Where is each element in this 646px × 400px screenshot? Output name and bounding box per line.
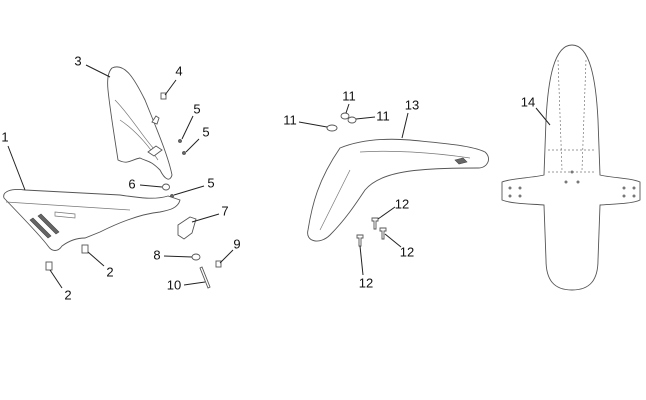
part-10-pin — [199, 266, 211, 289]
part-12-bolt — [371, 217, 379, 230]
callout-9: 9 — [233, 236, 240, 251]
callout-2: 2 — [106, 264, 113, 279]
callout-12: 12 — [395, 196, 409, 211]
callout-5: 5 — [207, 175, 214, 190]
callout-10: 10 — [167, 277, 181, 292]
callout-11: 11 — [342, 88, 356, 103]
part-1-chain-guard — [3, 189, 181, 251]
callout-1: 1 — [1, 129, 8, 144]
part-13-front-fender — [307, 138, 489, 242]
part-2-screw — [81, 244, 89, 254]
callout-12: 12 — [359, 275, 373, 290]
part-5-nut — [178, 139, 182, 143]
callout-11: 11 — [283, 112, 297, 127]
part-7-bracket — [177, 216, 197, 240]
part-11-grommet — [340, 112, 350, 120]
part-11-grommet — [347, 116, 357, 124]
part-8-grommet — [191, 253, 201, 261]
callout-5: 5 — [193, 101, 200, 116]
callout-11: 11 — [376, 108, 390, 123]
fender-hardware — [326, 112, 387, 247]
callout-4: 4 — [175, 63, 182, 78]
part-2-screw — [45, 261, 53, 271]
part-12-bolt — [356, 234, 364, 247]
part-11-grommet — [326, 124, 338, 132]
part-14-mud-flap — [501, 44, 641, 291]
callout-labels: 1 2 2 3 4 5 5 6 5 7 8 9 10 11 11 11 13 1… — [1, 53, 535, 302]
part-12-bolt — [379, 227, 387, 240]
part-9-bolt — [215, 260, 222, 268]
callout-8: 8 — [153, 247, 160, 262]
callout-14: 14 — [521, 94, 535, 109]
callout-5: 5 — [202, 124, 209, 139]
hardware — [45, 92, 222, 289]
part-3-rear-hugger — [107, 66, 173, 180]
callout-3: 3 — [74, 53, 81, 68]
callout-2: 2 — [64, 287, 71, 302]
part-5-nut — [182, 151, 186, 155]
part-4-bolt — [160, 92, 167, 100]
callout-13: 13 — [405, 97, 419, 112]
leader-lines — [7, 64, 551, 289]
callout-6: 6 — [128, 176, 135, 191]
part-6-washer — [162, 183, 170, 191]
callout-7: 7 — [221, 203, 228, 218]
callout-12: 12 — [400, 244, 414, 259]
